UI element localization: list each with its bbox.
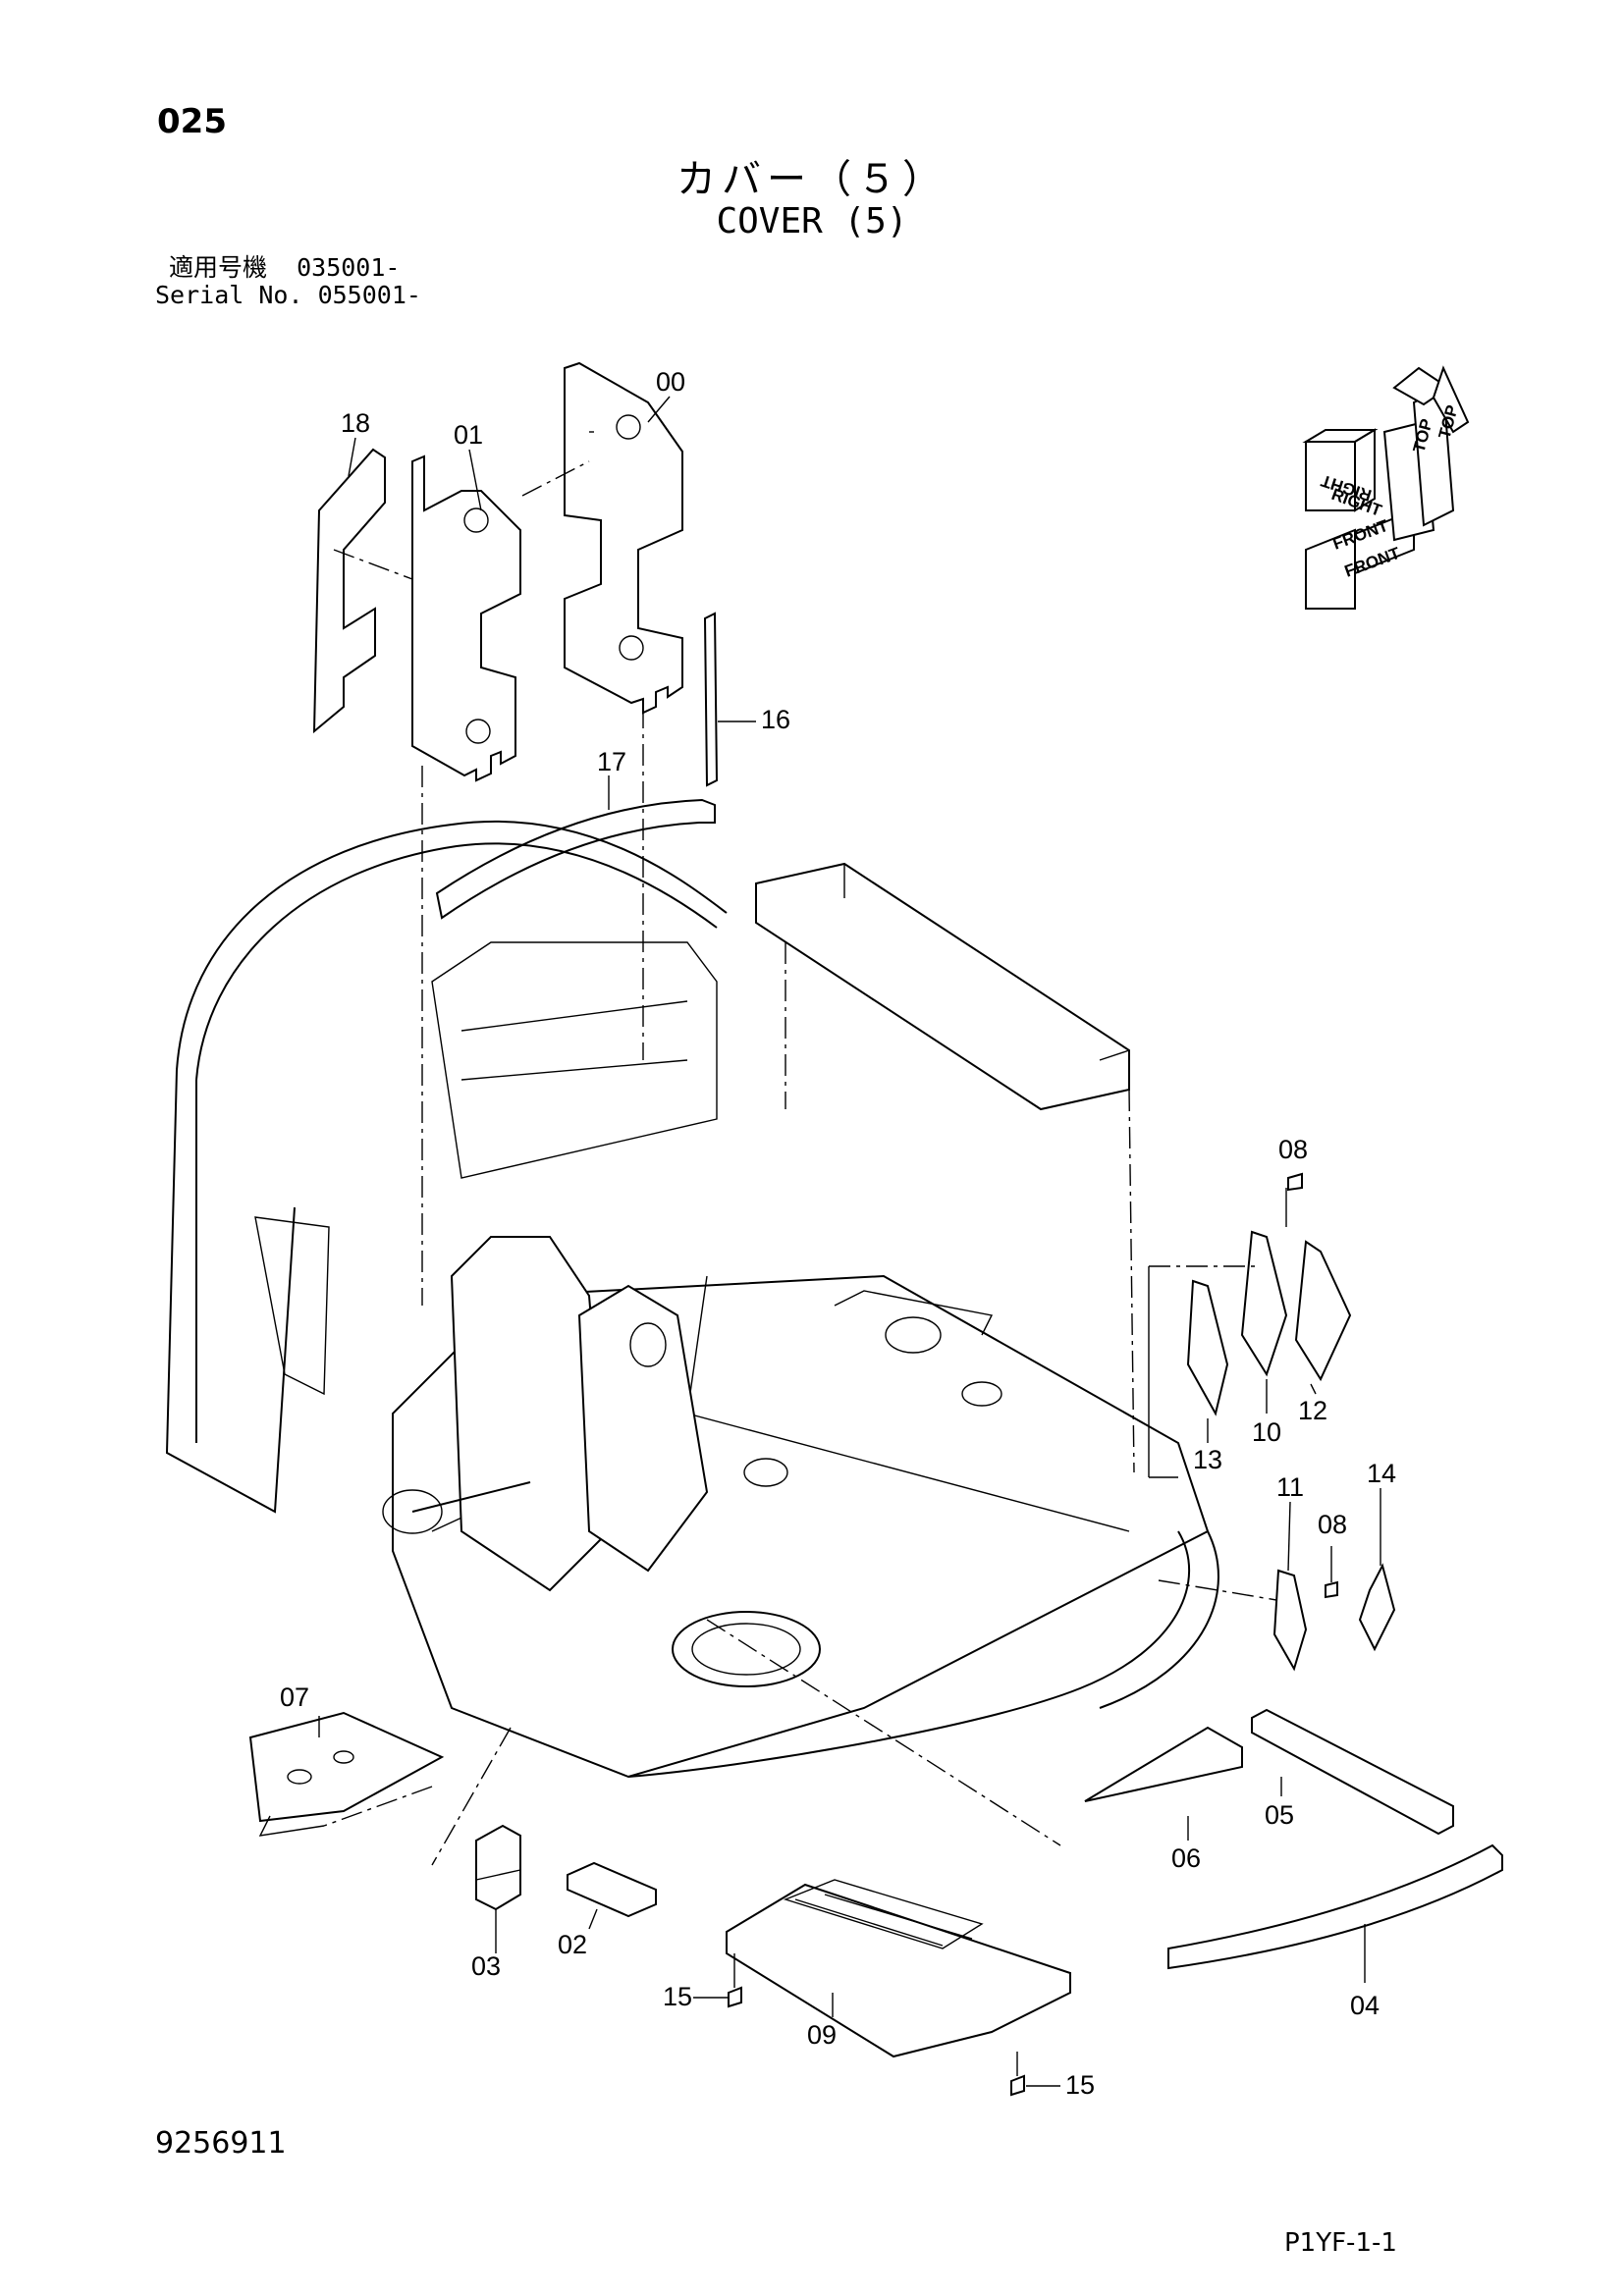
page-number: 025 <box>157 102 227 141</box>
callout-15a: 15 <box>663 1982 692 2011</box>
callout-09: 09 <box>807 2020 837 2050</box>
callout-11: 11 <box>1276 1472 1304 1502</box>
part-16-rubber-strip <box>703 612 756 787</box>
page-code: P1YF-1-1 <box>1284 2228 1397 2258</box>
callout-01: 01 <box>454 420 483 450</box>
part-15-bolts <box>728 1953 1025 2097</box>
parts-10-12-13-plates <box>1148 1172 1352 1478</box>
applicable-model-line: 適用号機 035001- <box>169 253 401 282</box>
assembly-leader-lines <box>323 707 1061 1866</box>
part-17-curved-strip <box>435 775 716 920</box>
callout-16: 16 <box>761 705 790 734</box>
callout-12: 12 <box>1298 1396 1327 1425</box>
title-english: COVER (5) <box>716 201 908 241</box>
callout-15b: 15 <box>1065 2070 1095 2100</box>
upper-frame-structure <box>165 820 1219 1779</box>
callout-02: 02 <box>558 1930 587 1959</box>
part-00-insulation-sheet <box>521 361 683 715</box>
callout-labels: 00 01 18 16 17 08 12 10 13 11 14 08 07 0… <box>280 367 1396 2100</box>
part-05-bar <box>1251 1708 1454 1836</box>
callout-17: 17 <box>597 747 626 776</box>
callout-08b: 08 <box>1318 1510 1347 1539</box>
part-18-cover-plate <box>312 448 386 734</box>
part-06-wedge <box>1084 1726 1243 1841</box>
callout-18: 18 <box>341 408 370 438</box>
callout-08a: 08 <box>1278 1135 1308 1164</box>
part-03-block <box>475 1824 521 1953</box>
callout-06: 06 <box>1171 1843 1201 1873</box>
callout-10: 10 <box>1252 1417 1281 1447</box>
callout-03: 03 <box>471 1951 501 1981</box>
callout-00: 00 <box>656 367 685 397</box>
part-07-spacer-block <box>248 1711 445 1837</box>
callout-13: 13 <box>1193 1445 1222 1474</box>
part-02-block <box>567 1861 657 1930</box>
callout-07: 07 <box>280 1682 309 1712</box>
orientation-indicator: TOP TOP RIGHT RIGHT FRONT FRONT <box>1302 365 1470 610</box>
part-01-insulation-sheet <box>333 454 521 782</box>
callout-04: 04 <box>1350 1991 1380 2020</box>
part-04-curved-strip <box>1167 1843 1503 1983</box>
serial-number-line: Serial No. 055001- <box>155 281 421 309</box>
callout-05: 05 <box>1265 1800 1294 1830</box>
parts-11-14-plates <box>1158 1546 1396 1672</box>
callout-14: 14 <box>1367 1459 1396 1488</box>
document-number: 9256911 <box>155 2126 287 2161</box>
part-09-floor-plate <box>726 1879 1071 2058</box>
title-japanese: カバー（５） <box>677 157 947 202</box>
